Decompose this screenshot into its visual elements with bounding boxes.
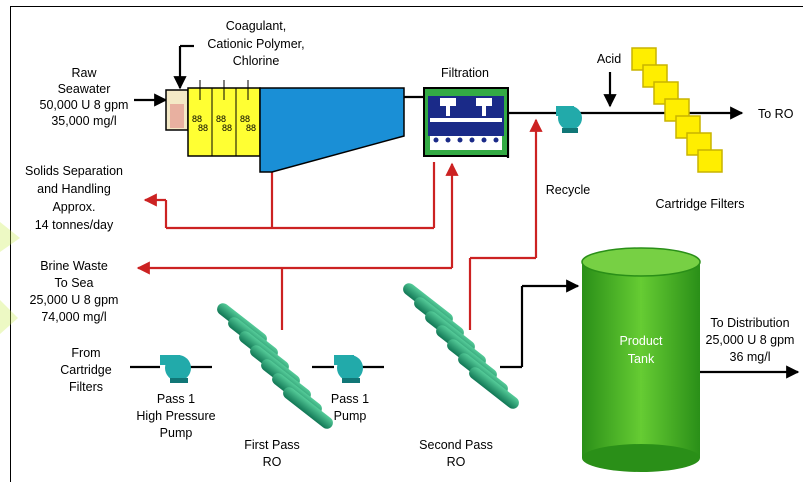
chemicals-label: Chlorine [233,54,280,68]
chemicals-label: Cationic Polymer, [207,37,304,51]
distribution-tds: 36 mg/l [730,350,771,364]
product-tank [581,247,701,472]
main-pipes [130,44,800,379]
svg-text:88: 88 [240,114,250,124]
hp-pump-label: High Pressure [136,409,215,423]
waste-lines [136,118,543,330]
distribution-label: To Distribution [710,316,789,330]
from-cartridge-label: Filters [69,380,103,394]
svg-text:88: 88 [246,123,256,133]
chemicals-label: Coagulant, [226,19,286,33]
from-cartridge-label: From [71,346,100,360]
pass-1-pump-label: Pump [334,409,367,423]
solids-label: Approx. [52,200,95,214]
acid-label: Acid [597,52,621,66]
first-pass-label: First Pass [244,438,300,452]
raw-seawater-tds: 35,000 mg/l [51,114,116,128]
solids-amount: 14 tonnes/day [35,218,114,232]
filtration-label: Filtration [441,66,489,80]
svg-text:88: 88 [192,114,202,124]
product-tank-label: Tank [628,352,655,366]
brine-tds: 74,000 mg/l [41,310,106,324]
filtration-unit [423,87,509,157]
cartridge-filters [631,47,723,173]
svg-text:88: 88 [222,123,232,133]
hp-pump-label: Pump [160,426,193,440]
frame-top-border [10,6,803,7]
first-pass-ro [217,303,333,429]
second-pass-label: Second Pass [419,438,493,452]
second-pass-label: RO [447,455,466,469]
distribution-flow: 25,000 U 8 gpm [706,333,795,347]
brine-flow: 25,000 U 8 gpm [30,293,119,307]
brine-label: Brine Waste [40,259,108,273]
recycle-label: Recycle [546,183,591,197]
cartridge-filter [697,149,723,173]
labels: Raw Seawater 50,000 U 8 gpm 35,000 mg/l … [25,19,794,469]
raw-seawater-label: Seawater [58,82,111,96]
feed-pump [556,106,582,133]
svg-text:88: 88 [198,123,208,133]
solids-label: and Handling [37,182,111,196]
high-pressure-pump [160,355,191,383]
product-tank-label: Product [619,334,663,348]
ro-membrane [283,387,333,429]
solids-label: Solids Separation [25,164,123,178]
second-pass-ro [403,283,519,409]
hp-pump-label: Pass 1 [157,392,195,406]
frame-left-border [10,6,11,482]
raw-seawater-flow: 50,000 U 8 gpm [40,98,129,112]
to-ro-label: To RO [758,107,794,121]
pass-1-pump-label: Pass 1 [331,392,369,406]
watermark [0,222,20,334]
first-pass-label: RO [263,455,282,469]
from-cartridge-label: Cartridge [60,363,111,377]
raw-seawater-label: Raw [71,66,97,80]
pass-1-pump [334,355,363,383]
ro-membrane [469,367,519,409]
cartridge-filters-label: Cartridge Filters [656,197,745,211]
brine-label: To Sea [55,276,94,290]
svg-text:88: 88 [216,114,226,124]
